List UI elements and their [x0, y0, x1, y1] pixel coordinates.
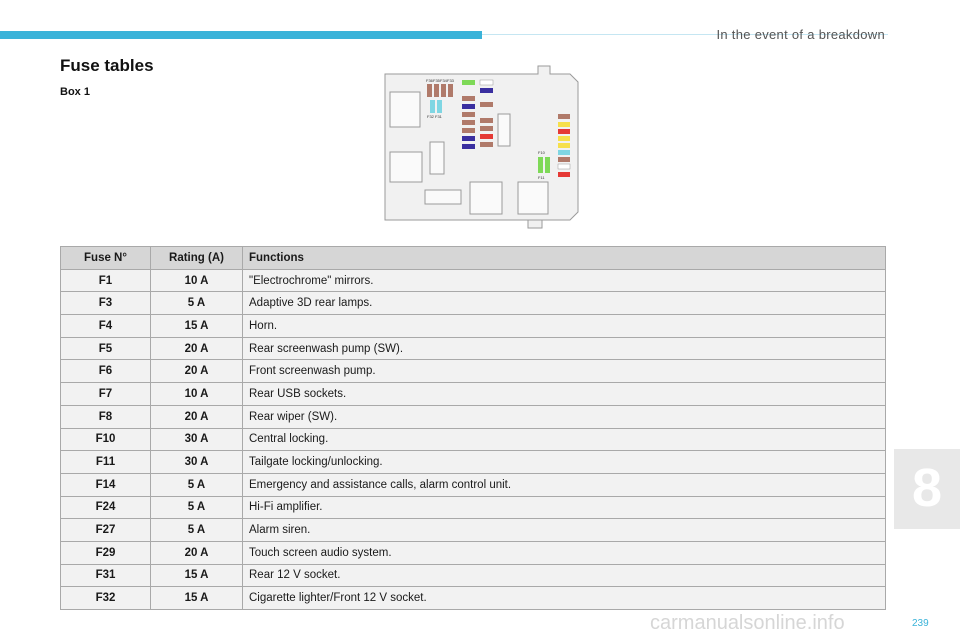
function-cell: Alarm siren.	[242, 518, 886, 542]
page-number: 239	[912, 618, 929, 629]
chapter-title: In the event of a breakdown	[716, 27, 885, 42]
mini-fuse-column-middle	[479, 79, 494, 147]
function-cell: Front screenwash pump.	[242, 359, 886, 384]
function-cell: Rear 12 V socket.	[242, 563, 886, 588]
fuse-number-cell: F1	[60, 268, 151, 293]
rating-cell: 20 A	[150, 359, 243, 384]
fuse-number-cell: F14	[60, 472, 151, 497]
table-row: F1 10 A "Electrochrome" mirrors.	[60, 268, 886, 293]
watermark: carmanualsonline.info	[650, 612, 845, 634]
table-row: F7 10 A Rear USB sockets.	[60, 382, 886, 406]
fuse-label-f11: F11	[538, 175, 545, 180]
table-row: F32 15 A Cigarette lighter/Front 12 V so…	[60, 586, 886, 610]
table-row: F14 5 A Emergency and assistance calls, …	[60, 472, 886, 497]
header-accent-bar	[0, 31, 482, 39]
fuse-number-cell: F6	[60, 359, 151, 384]
fuse-box-diagram: F36 F35 F34 F33 F32 F31 F10 F11	[384, 65, 579, 229]
fuse-label-f34: F34	[440, 78, 448, 83]
fuse-label-f31: F31	[435, 114, 443, 119]
top-fuse-row	[427, 84, 453, 113]
function-cell: Emergency and assistance calls, alarm co…	[242, 472, 886, 497]
rating-cell: 30 A	[150, 450, 243, 474]
rating-cell: 20 A	[150, 404, 243, 429]
table-row: F6 20 A Front screenwash pump.	[60, 359, 886, 384]
function-cell: Adaptive 3D rear lamps.	[242, 291, 886, 316]
function-cell: Rear USB sockets.	[242, 382, 886, 406]
table-row: F3 5 A Adaptive 3D rear lamps.	[60, 291, 886, 316]
rating-cell: 5 A	[150, 291, 243, 316]
column-header-fuse-number: Fuse N°	[60, 246, 151, 270]
table-row: F4 15 A Horn.	[60, 314, 886, 338]
rating-cell: 20 A	[150, 336, 243, 361]
fuse-number-cell: F8	[60, 404, 151, 429]
fuse-number-cell: F3	[60, 291, 151, 316]
table-row: F29 20 A Touch screen audio system.	[60, 540, 886, 565]
function-cell: Horn.	[242, 314, 886, 338]
function-cell: "Electrochrome" mirrors.	[242, 268, 886, 293]
relay-blocks	[389, 91, 549, 215]
table-row: F11 30 A Tailgate locking/unlocking.	[60, 450, 886, 474]
fuse-label-f35: F35	[433, 78, 441, 83]
table-row: F10 30 A Central locking.	[60, 427, 886, 452]
chapter-tab: 8	[894, 449, 960, 529]
function-cell: Touch screen audio system.	[242, 540, 886, 565]
fuse-number-cell: F32	[60, 586, 151, 610]
function-cell: Rear wiper (SW).	[242, 404, 886, 429]
fuse-number-cell: F31	[60, 563, 151, 588]
fuse-number-cell: F24	[60, 495, 151, 520]
table-row: F24 5 A Hi-Fi amplifier.	[60, 495, 886, 520]
fuse-number-cell: F10	[60, 427, 151, 452]
rating-cell: 5 A	[150, 518, 243, 542]
function-cell: Tailgate locking/unlocking.	[242, 450, 886, 474]
fuse-label-f33: F33	[447, 78, 455, 83]
box-label: Box 1	[60, 86, 90, 98]
fuse-table-container: Fuse N° Rating (A) Functions F1 10 A "El…	[60, 246, 886, 610]
mini-fuse-column-left	[462, 80, 475, 149]
rating-cell: 10 A	[150, 382, 243, 406]
table-row: F8 20 A Rear wiper (SW).	[60, 404, 886, 429]
large-fuses-f10-f11	[538, 157, 550, 173]
fuse-label-f32: F32	[427, 114, 435, 119]
rating-cell: 5 A	[150, 472, 243, 497]
fuse-number-cell: F27	[60, 518, 151, 542]
fuse-table: Fuse N° Rating (A) Functions F1 10 A "El…	[60, 246, 886, 610]
fuse-number-cell: F5	[60, 336, 151, 361]
table-header-row: Fuse N° Rating (A) Functions	[60, 246, 886, 270]
table-row: F5 20 A Rear screenwash pump (SW).	[60, 336, 886, 361]
rating-cell: 15 A	[150, 314, 243, 338]
rating-cell: 30 A	[150, 427, 243, 452]
fuse-number-cell: F4	[60, 314, 151, 338]
function-cell: Rear screenwash pump (SW).	[242, 336, 886, 361]
fuse-label-f36: F36	[426, 78, 434, 83]
fuse-label-f10: F10	[538, 150, 546, 155]
column-header-rating: Rating (A)	[150, 246, 243, 270]
rating-cell: 15 A	[150, 563, 243, 588]
fuse-number-cell: F29	[60, 540, 151, 565]
table-row: F31 15 A Rear 12 V socket.	[60, 563, 886, 588]
function-cell: Cigarette lighter/Front 12 V socket.	[242, 586, 886, 610]
rating-cell: 10 A	[150, 268, 243, 293]
rating-cell: 5 A	[150, 495, 243, 520]
fuse-number-cell: F7	[60, 382, 151, 406]
page-title: Fuse tables	[60, 56, 154, 75]
rating-cell: 20 A	[150, 540, 243, 565]
rating-cell: 15 A	[150, 586, 243, 610]
fuse-number-cell: F11	[60, 450, 151, 474]
mini-fuse-column-right	[557, 114, 571, 177]
function-cell: Hi-Fi amplifier.	[242, 495, 886, 520]
column-header-functions: Functions	[242, 246, 886, 270]
function-cell: Central locking.	[242, 427, 886, 452]
table-row: F27 5 A Alarm siren.	[60, 518, 886, 542]
header-rule	[482, 34, 888, 35]
chapter-number: 8	[911, 458, 943, 518]
